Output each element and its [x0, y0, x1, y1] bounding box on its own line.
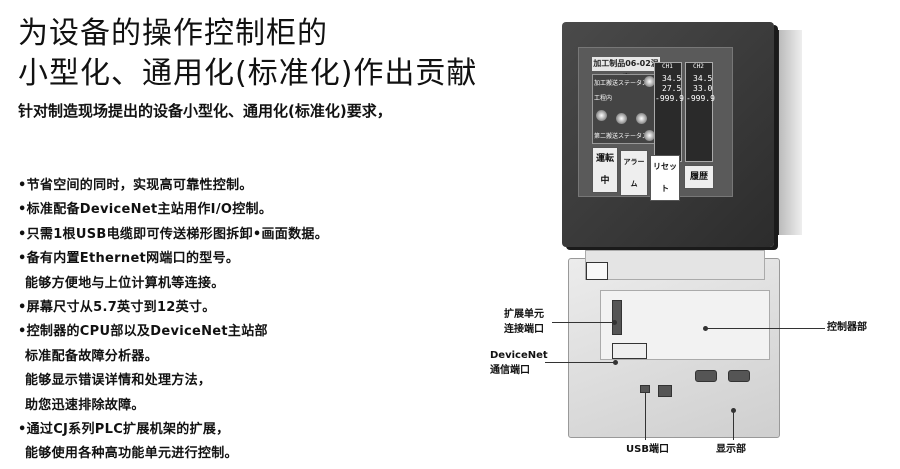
lamp-icon — [644, 76, 655, 87]
mv-2: -999.9 — [686, 94, 715, 103]
feature-item-continued: 助您迅速排除故障。 — [25, 397, 145, 413]
devicenet-label-1: DeviceNet — [490, 350, 548, 361]
lamp-icon — [596, 110, 607, 121]
serial-port-b — [728, 370, 750, 382]
screen-title: 加工制品06-02温度 — [592, 57, 660, 82]
callout-line — [705, 328, 825, 329]
subtitle: 针对制造现场提出的设备小型化、通用化(标准化)要求， — [18, 102, 392, 120]
device-side — [776, 30, 802, 235]
status-2: 第二搬送ステータス — [594, 133, 649, 140]
history-button: 履歴 — [684, 165, 714, 189]
feature-list: •节省空间的同时，实现高可靠性控制。 •标准配备DeviceNet主站用作I/O… — [18, 174, 328, 467]
feature-item: •标准配备DeviceNet主站用作I/O控制。 — [18, 202, 273, 218]
usb-label: USB端口 — [626, 444, 669, 455]
feature-item-continued: 能够显示错误详情和处理方法， — [25, 373, 212, 389]
callout-line — [645, 392, 646, 440]
channel-1-label: CH1 — [662, 63, 673, 70]
running-button: 運転中 — [592, 147, 618, 193]
status-1: 加工搬送ステータス — [594, 80, 649, 87]
channel-2-panel — [685, 62, 713, 162]
callout-dot — [612, 320, 617, 325]
ethernet-port — [658, 385, 672, 397]
feature-item-continued: 标准配备故障分析器。 — [25, 348, 159, 364]
lamp-icon — [636, 113, 647, 124]
channel-2-label: CH2 — [693, 63, 704, 70]
expansion-port-label-2: 连接端口 — [504, 324, 544, 335]
channel-1-panel — [654, 62, 682, 162]
display-label: 显示部 — [716, 444, 746, 455]
devicenet-label-2: 通信端口 — [490, 365, 530, 376]
mode-label: 工程内 — [594, 95, 613, 102]
pv-2: 33.0 — [693, 84, 713, 93]
devicenet-port — [612, 343, 647, 359]
callout-dot — [703, 326, 708, 331]
controller-label: 控制器部 — [827, 322, 867, 333]
mv-1: -999.9 — [655, 94, 684, 103]
expansion-port-label-1: 扩展单元 — [504, 309, 544, 320]
alarm-button: アラーム — [620, 150, 648, 196]
feature-item: •通过CJ系列PLC扩展机架的扩展， — [18, 422, 230, 438]
headline-line-1: 为设备的操作控制柜的 — [18, 16, 328, 51]
sp-1: 34.5 — [662, 74, 682, 83]
lamp-icon — [616, 113, 627, 124]
expansion-port — [612, 300, 622, 335]
callout-dot — [731, 408, 736, 413]
callout-dot — [613, 360, 618, 365]
callout-line — [733, 410, 734, 440]
feature-item: •只需1根USB电缆即可传送梯形图拆卸•画面数据。 — [18, 226, 328, 242]
pv-1: 27.5 — [662, 84, 682, 93]
feature-item: •控制器的CPU部以及DeviceNet主站部 — [18, 324, 268, 340]
feature-item-continued: 能够方便地与上位计算机等连接。 — [25, 275, 225, 291]
callout-line — [545, 362, 615, 363]
reset-button: リセット — [650, 155, 680, 201]
feature-item: •屏幕尺寸从5.7英寸到12英寸。 — [18, 300, 216, 316]
power-terminal — [586, 262, 608, 280]
feature-item: •节省空间的同时，实现高可靠性控制。 — [18, 178, 253, 193]
sp-2: 34.5 — [693, 74, 713, 83]
feature-item: •备有内置Ethernet网端口的型号。 — [18, 251, 240, 267]
callout-line — [552, 322, 614, 323]
headline-line-2: 小型化、通用化(标准化)作出贡献 — [18, 56, 478, 91]
rear-top-vents — [585, 250, 765, 280]
lamp-icon — [644, 130, 655, 141]
feature-item-continued: 能够使用各种高功能单元进行控制。 — [25, 446, 238, 462]
serial-port-a — [695, 370, 717, 382]
